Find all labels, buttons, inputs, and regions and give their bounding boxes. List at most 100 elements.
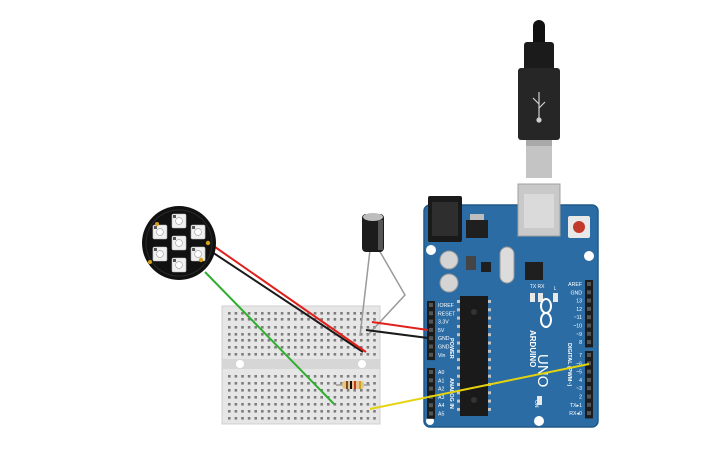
chip-pins xyxy=(457,300,491,411)
power-pin-label: IOREF xyxy=(438,303,454,309)
on-led xyxy=(537,396,542,405)
digital-strip xyxy=(585,351,593,419)
digital-header-title: DIGITAL (PWM~) xyxy=(566,343,572,387)
top-digital-pin-label: 12 xyxy=(576,307,582,313)
top-digital-pin[interactable] xyxy=(587,323,591,328)
led-label-tx: TX xyxy=(530,284,537,290)
top-digital-pin[interactable] xyxy=(587,306,591,311)
analog-strip xyxy=(427,368,435,419)
wire-red[interactable] xyxy=(214,246,367,353)
model-label: UNO xyxy=(534,354,551,387)
digital-pin[interactable] xyxy=(587,377,591,382)
jewel-pad xyxy=(205,240,211,246)
led-label-rx: RX xyxy=(538,284,546,290)
analog-pin[interactable] xyxy=(429,386,433,391)
digital-pin[interactable] xyxy=(587,369,591,374)
breadboard-channel xyxy=(222,359,380,369)
board-capacitor xyxy=(439,250,459,270)
digital-pin-label: 4 xyxy=(579,378,582,384)
arduino-logo xyxy=(540,298,552,328)
wire-black[interactable] xyxy=(211,251,364,353)
arduino-uno-board[interactable]: TX RX L ARDUINO UNO ON POWER ANALOG IN D… xyxy=(423,183,599,428)
top-digital-pin[interactable] xyxy=(587,290,591,295)
analog-pin[interactable] xyxy=(429,378,433,383)
wire-red-5v[interactable] xyxy=(371,321,429,331)
neopixel-jewel[interactable] xyxy=(142,206,216,280)
analog-pin-label: A4 xyxy=(438,403,444,409)
power-pin[interactable] xyxy=(429,344,433,349)
digital-pin[interactable] xyxy=(587,386,591,391)
power-pin-label: GND xyxy=(438,345,450,351)
reset-button-cap[interactable] xyxy=(573,221,585,233)
wire-yellow[interactable] xyxy=(369,363,590,410)
digital-pin-label: ~3 xyxy=(576,386,582,392)
digital-pin[interactable] xyxy=(587,394,591,399)
voltage-regulator xyxy=(466,220,488,238)
power-pin[interactable] xyxy=(429,311,433,316)
power-pin[interactable] xyxy=(429,352,433,357)
top-digital-pin-label: ~10 xyxy=(573,324,582,330)
mounting-hole xyxy=(534,416,544,426)
on-label: ON xyxy=(533,400,539,408)
usb-chip xyxy=(525,262,543,280)
digital-pin[interactable] xyxy=(587,353,591,357)
usb-symbol-icon xyxy=(532,92,546,123)
analog-pin[interactable] xyxy=(429,403,433,408)
top-digital-pin[interactable] xyxy=(587,340,591,345)
board-capacitor xyxy=(439,273,459,293)
breadboard[interactable] xyxy=(221,305,381,425)
top-digital-pin[interactable] xyxy=(587,282,591,286)
digital-pin-label: 2 xyxy=(579,395,582,401)
power-pin-label: 3.3V xyxy=(438,320,449,326)
digital-pin[interactable] xyxy=(587,361,591,366)
led-label-l: L xyxy=(554,286,557,292)
digital-pin-label: RX◂0 xyxy=(569,411,582,417)
atmega-chip xyxy=(460,296,488,416)
digital-pin-label: ~5 xyxy=(576,370,582,376)
jewel-pad xyxy=(198,257,204,263)
brand-label: ARDUINO xyxy=(528,330,537,367)
power-pin[interactable] xyxy=(429,327,433,332)
top-digital-pin-label: ~9 xyxy=(576,332,582,338)
resistor[interactable] xyxy=(336,381,370,389)
power-pin[interactable] xyxy=(429,319,433,324)
digital-pin[interactable] xyxy=(587,411,591,416)
top-digital-pin-label: AREF xyxy=(568,282,582,288)
power-header[interactable]: IOREF RESET 3.3V 5V GND GND Vin xyxy=(427,301,456,361)
top-digital-pin[interactable] xyxy=(587,298,591,303)
analog-pin-label: A2 xyxy=(438,387,444,393)
power-pin-label: 5V xyxy=(438,328,445,334)
analog-pin-label: A1 xyxy=(438,378,444,384)
mounting-hole xyxy=(426,417,434,425)
digital-pin-label: 7 xyxy=(579,353,582,359)
analog-pin[interactable] xyxy=(429,370,433,374)
usb-cable[interactable] xyxy=(518,20,560,178)
jewel-pixels xyxy=(152,213,206,273)
usb-plug-metal xyxy=(526,140,552,178)
power-pin[interactable] xyxy=(429,336,433,341)
crystal-oscillator xyxy=(499,246,515,284)
analog-pin[interactable] xyxy=(429,411,433,416)
power-pin[interactable] xyxy=(429,303,433,307)
wires[interactable] xyxy=(204,246,590,410)
power-header-title: POWER xyxy=(448,338,454,359)
top-digital-pin-label: GND xyxy=(570,290,582,296)
wire-green[interactable] xyxy=(204,271,335,405)
top-digital-pin-label: ~11 xyxy=(574,315,583,321)
usb-strain-relief xyxy=(524,42,554,72)
breadboard-holes[interactable] xyxy=(228,312,376,420)
power-pin-label: RESET xyxy=(438,311,456,317)
analog-pin-label: A5 xyxy=(438,412,444,418)
electrolytic-capacitor[interactable] xyxy=(359,213,406,337)
digital-pin[interactable] xyxy=(587,402,591,407)
top-digital-pin[interactable] xyxy=(587,331,591,336)
top-digital-strip xyxy=(585,280,593,348)
wire-black-gnd[interactable] xyxy=(365,329,429,339)
top-digital-pin[interactable] xyxy=(587,315,591,320)
power-pin-label: Vin xyxy=(438,353,446,359)
power-pin-label: GND xyxy=(438,336,450,342)
capacitor-lead xyxy=(359,249,371,337)
